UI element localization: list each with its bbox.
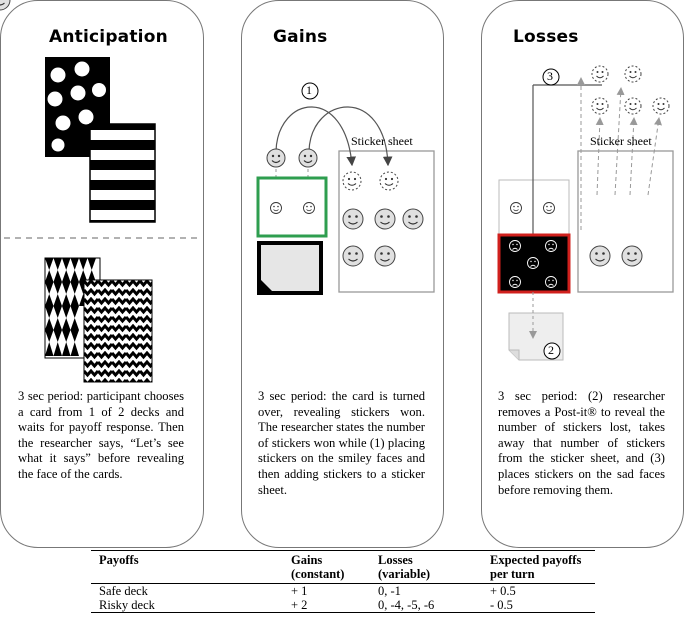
smiley-face-icon — [298, 148, 318, 168]
losses-revealed-card — [497, 233, 571, 294]
smiley-face-icon — [374, 208, 396, 230]
table-cell: + 2 — [291, 598, 308, 612]
gains-arc-2 — [308, 106, 393, 167]
dashed-smiley-icon — [342, 171, 362, 191]
small-smiley-icon — [303, 202, 315, 214]
table-cell: Safe deck — [99, 584, 148, 598]
losses-panel — [481, 0, 684, 548]
anticipation-title: Anticipation — [49, 27, 168, 47]
anticipation-panel — [0, 0, 204, 548]
losses-step-3-circle — [542, 68, 560, 86]
smiley-face-icon — [342, 208, 364, 230]
table-header-row: Payoffs Gains (constant) Losses (variabl… — [91, 550, 595, 584]
losses-step-2-circle — [543, 342, 561, 360]
table-cell: Risky deck — [99, 598, 155, 612]
header-payoffs: Payoffs — [99, 553, 139, 567]
table-row: Risky deck + 2 0, -4, -5, -6 - 0.5 — [91, 598, 595, 613]
smiley-face-icon — [589, 245, 611, 267]
smiley-face-icon — [266, 148, 286, 168]
losses-step-2-label: 2 — [548, 343, 554, 357]
table-cell: + 1 — [291, 584, 308, 598]
gains-step-1-circle — [301, 82, 319, 100]
smiley-face-icon — [342, 245, 364, 267]
small-smiley-icon — [270, 202, 282, 214]
smiley-face-icon — [374, 245, 396, 267]
gains-step-1-label: 1 — [306, 83, 312, 97]
gains-card-back — [257, 241, 323, 295]
table-cell: + 0.5 — [490, 584, 516, 598]
anticipation-description: 3 sec period: participant chooses a card… — [18, 389, 184, 481]
header-expected: Expected payoffs per turn — [490, 553, 582, 581]
small-smiley-icon — [510, 202, 522, 214]
zigzag-card-icon — [83, 279, 153, 383]
dashed-smiley-icon — [591, 65, 670, 115]
gains-title: Gains — [273, 27, 328, 47]
losses-step-3-label: 3 — [547, 69, 553, 83]
dotted-card-icon — [45, 57, 110, 157]
gains-sticker-sheet-label: Sticker sheet — [351, 134, 413, 148]
losses-sticker-sheet-label: Sticker sheet — [590, 134, 652, 148]
dashed-smiley-icon — [379, 171, 399, 191]
table-row: Safe deck + 1 0, -1 + 0.5 — [91, 584, 595, 599]
payoff-table: Payoffs Gains (constant) Losses (variabl… — [91, 550, 595, 613]
smiley-face-icon — [402, 208, 424, 230]
table-cell: 0, -4, -5, -6 — [378, 598, 435, 612]
header-gains: Gains (constant) — [291, 553, 345, 581]
striped-card-icon — [89, 123, 156, 223]
small-smiley-icon — [543, 202, 555, 214]
table-cell: 0, -1 — [378, 584, 401, 598]
gains-description: 3 sec period: the card is turned over, r… — [258, 389, 425, 497]
table-cell: - 0.5 — [490, 598, 513, 612]
losses-description: 3 sec period: (2) researcher removes a P… — [498, 389, 665, 497]
sad-face-icon — [509, 240, 557, 288]
header-losses: Losses (variable) — [378, 553, 431, 581]
gains-arc-1 — [275, 106, 357, 167]
smiley-face-icon — [621, 245, 643, 267]
losses-sticker-sheet — [577, 150, 674, 293]
gains-panel — [241, 0, 444, 548]
losses-title: Losses — [513, 27, 579, 47]
diagram-artwork — [0, 0, 674, 383]
